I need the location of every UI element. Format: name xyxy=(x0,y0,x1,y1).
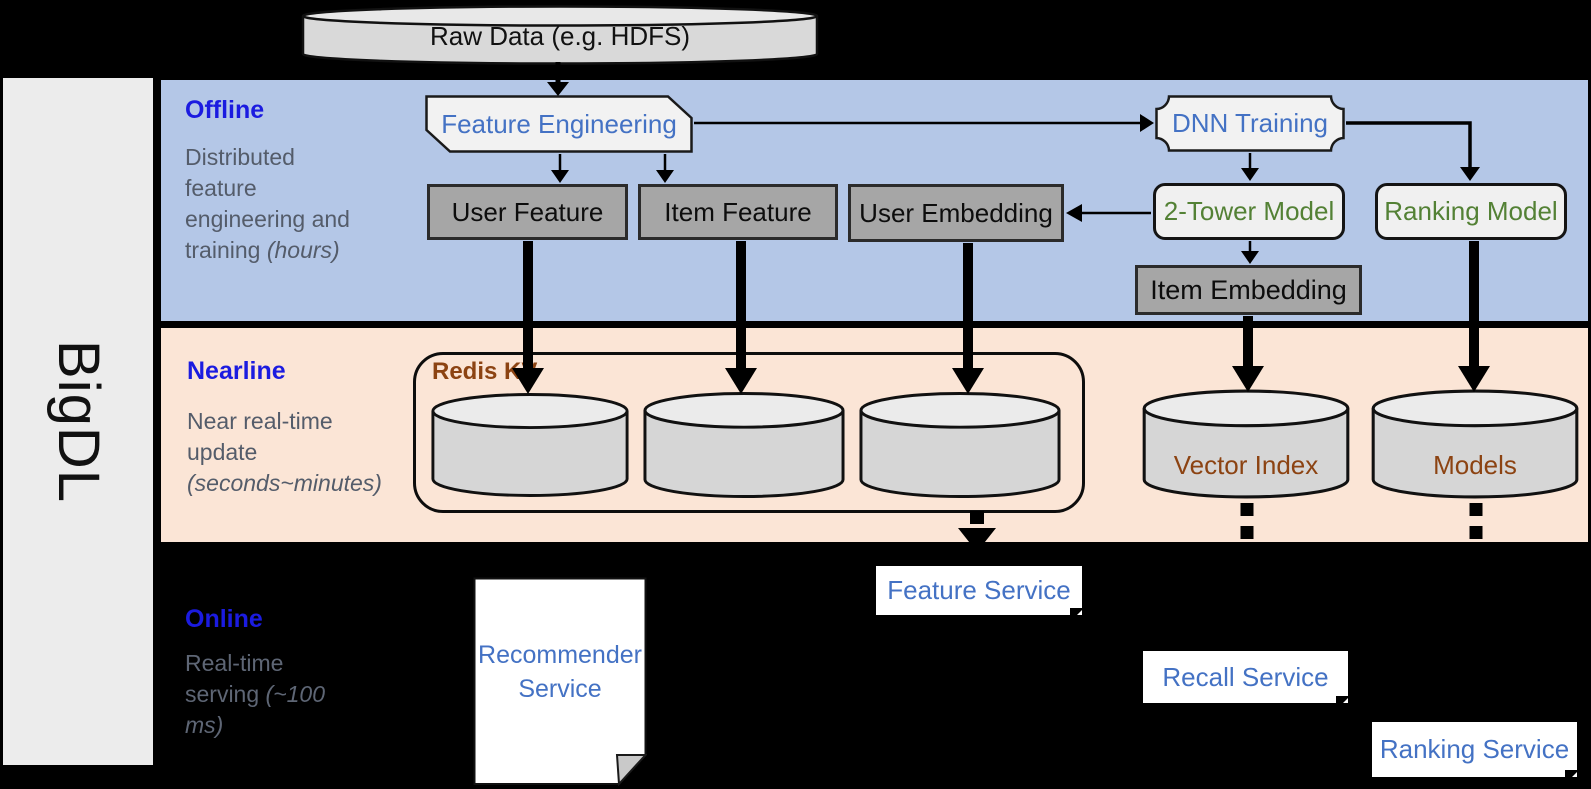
cylinder-shape-icon xyxy=(643,392,845,498)
page-curl-icon xyxy=(1070,608,1084,622)
plaque-shape-icon xyxy=(1155,95,1345,152)
online-description-note: (~100 ms) xyxy=(185,681,326,738)
nearline-section-description: Near real-time update (seconds~minutes) xyxy=(187,406,392,499)
online-section-title: Online xyxy=(185,605,263,633)
nearline-description-note: (seconds~minutes) xyxy=(187,470,382,496)
document-shape-icon xyxy=(473,577,647,786)
offline-description-text: Distributed feature engineering and trai… xyxy=(185,144,350,263)
user-feature-box: User Feature xyxy=(427,184,628,240)
feature-service-label: Feature Service xyxy=(887,575,1071,605)
vector-index-cylinder: Vector Index xyxy=(1140,388,1352,500)
cylinder-shape-icon xyxy=(1371,389,1579,499)
snip-corner-shape-icon xyxy=(425,95,693,153)
ranking-service-label: Ranking Service xyxy=(1379,734,1570,764)
offline-section-description: Distributed feature engineering and trai… xyxy=(185,142,360,266)
cylinder-shape-icon xyxy=(859,392,1061,498)
offline-section-title: Offline xyxy=(185,96,265,124)
online-section-description: Real-time serving (~100 ms) xyxy=(185,648,340,741)
cylinder-shape-icon xyxy=(1142,389,1350,499)
two-tower-model-box: 2-Tower Model xyxy=(1153,183,1345,240)
redis-cylinder-1 xyxy=(430,390,630,500)
cylinder-shape-icon xyxy=(301,5,819,65)
recommender-service-document: Recommender Service xyxy=(473,577,647,786)
user-embedding-box: User Embedding xyxy=(848,184,1064,242)
nearline-description-text: Near real-time update xyxy=(187,408,333,465)
models-cylinder: Models xyxy=(1370,388,1580,500)
brand-logo: BigDL xyxy=(45,340,111,503)
item-embedding-box: Item Embedding xyxy=(1135,265,1362,315)
raw-data-cylinder: Raw Data (e.g. HDFS) xyxy=(300,4,820,66)
redis-kv-label: Redis KV xyxy=(432,358,538,385)
online-description-text: Real-time serving xyxy=(185,650,284,707)
offline-description-note: (hours) xyxy=(266,237,340,263)
redis-cylinder-3 xyxy=(858,390,1062,500)
feature-engineering-box: Feature Engineering xyxy=(425,95,693,153)
ranking-model-box: Ranking Model xyxy=(1375,183,1567,240)
nearline-section-title: Nearline xyxy=(187,357,286,385)
redis-cylinder-2 xyxy=(642,390,846,500)
cylinder-shape-icon xyxy=(431,393,629,497)
item-feature-box: Item Feature xyxy=(638,184,838,240)
ranking-service-box: Ranking Service xyxy=(1372,722,1579,784)
sidebar: BigDL xyxy=(3,78,153,765)
dnn-training-box: DNN Training xyxy=(1155,95,1345,152)
recall-service-box: Recall Service xyxy=(1143,651,1350,710)
feature-service-box: Feature Service xyxy=(876,566,1084,622)
page-curl-icon xyxy=(1565,770,1579,784)
recall-service-label: Recall Service xyxy=(1162,661,1329,692)
page-curl-icon xyxy=(1336,696,1350,710)
redis-kv-container xyxy=(413,352,1085,513)
